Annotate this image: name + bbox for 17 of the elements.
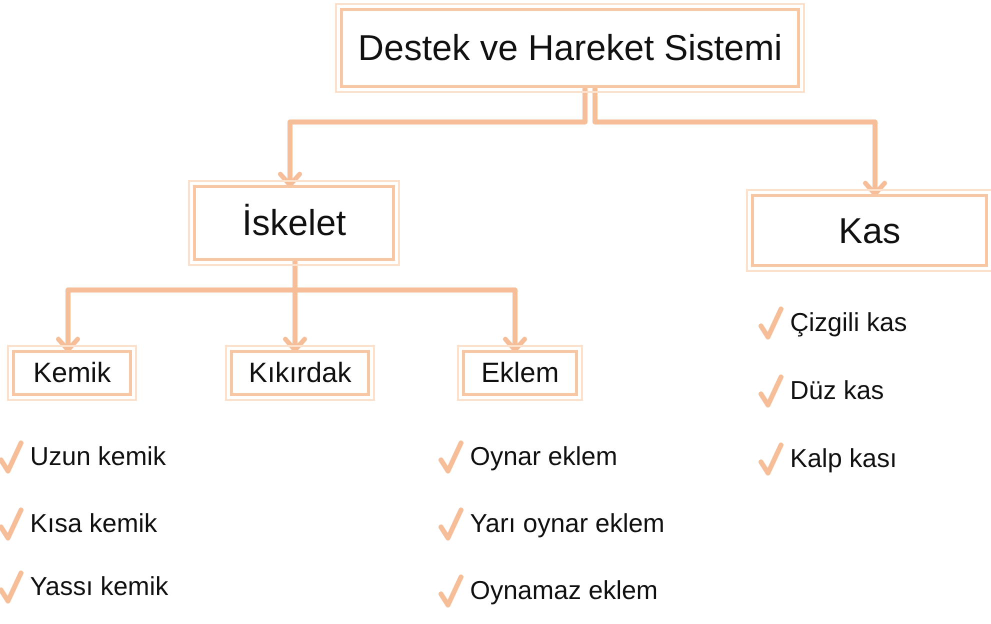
arrow xyxy=(278,88,588,188)
node-title: Destek ve Hareket Sistemi xyxy=(358,27,782,69)
arrow xyxy=(592,88,887,196)
node-title: Kemik xyxy=(33,357,111,389)
list-item-text: Oynar eklem xyxy=(470,440,618,473)
list-item-text: Kalp kası xyxy=(790,442,897,475)
list-item-text: Çizgili kas xyxy=(790,306,908,339)
list-item-text: Düz kas xyxy=(790,374,884,407)
list-item-text: Yassı kemik xyxy=(30,570,168,603)
list-item-text: Uzun kemik xyxy=(30,440,166,473)
list-item-text: Kısa kemik xyxy=(30,507,158,540)
node-title: Eklem xyxy=(481,357,559,389)
node-title: Kıkırdak xyxy=(248,357,352,389)
list-item-text: Yarı oynar eklem xyxy=(470,507,665,540)
node-title: Kas xyxy=(838,210,901,252)
list-item-text: Oynamaz eklem xyxy=(470,574,658,607)
node-title: İskelet xyxy=(242,202,346,244)
